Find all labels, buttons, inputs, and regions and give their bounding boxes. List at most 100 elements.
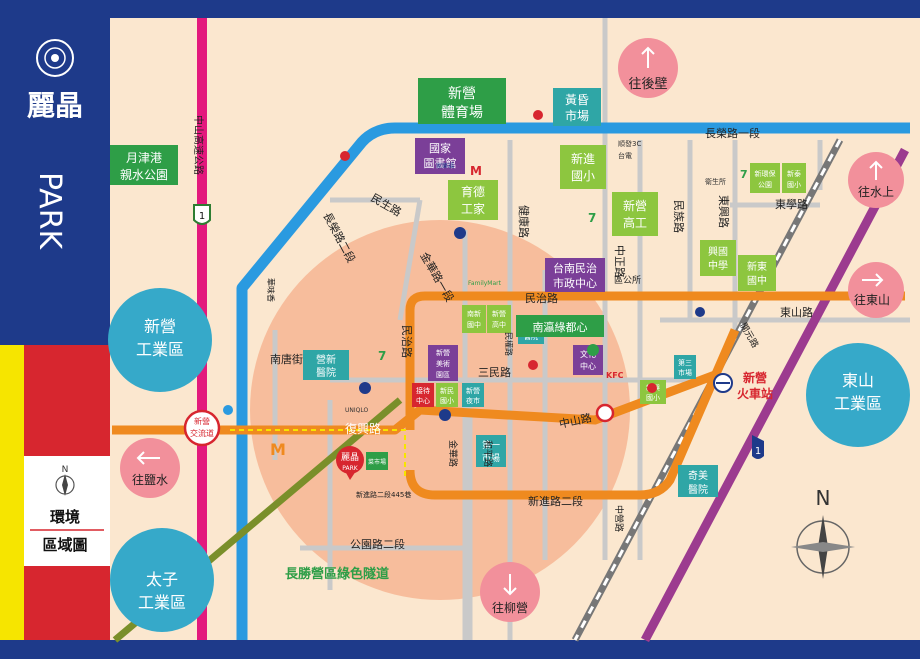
box-chimei-line1: 奇美	[688, 469, 708, 482]
pxmart-icon	[454, 227, 466, 239]
hospital-icon-2	[533, 110, 543, 120]
pxmart-icon-4	[695, 307, 705, 317]
arrow-up-icon	[641, 46, 655, 68]
legend-line1: 環境	[50, 508, 80, 526]
bottom-frame	[0, 640, 920, 659]
box-xinmin-elem: 新民 國小	[436, 383, 458, 407]
box-xinmin-elem-line1: 新民	[440, 386, 454, 395]
box-xindong-line2: 國中	[747, 274, 767, 287]
seven-eleven-icon-2: 7	[378, 349, 386, 363]
box-yuejin-line1: 月津港	[126, 151, 162, 165]
box-xinmin-elem-line2: 國小	[440, 396, 454, 405]
market-note-label: 菜市場	[368, 458, 386, 466]
yellow-side-strip	[0, 345, 24, 645]
legend-line2: 區域圖	[42, 536, 87, 554]
brand-name-cjk: 麗晶	[27, 89, 83, 122]
box-xinxing-elem-line2: 國小	[646, 393, 660, 402]
purple-road	[641, 147, 909, 643]
interchange-line1: 新營	[194, 416, 210, 426]
label-jinghao: 金華路	[447, 440, 459, 467]
box-xinhuan-park-line2: 公園	[758, 181, 772, 189]
kfc-icon: KFC	[606, 371, 624, 380]
legend-north: N	[62, 465, 69, 475]
box-stadium-line2: 體育場	[441, 105, 483, 121]
box-xindong-line1: 新東	[747, 260, 767, 273]
label-zhongshan-hwy: 中山高速公路	[192, 115, 205, 175]
poi-tw-power: 台電	[618, 151, 632, 160]
blue-roads	[236, 122, 910, 640]
direction-bottom: 往柳營	[480, 562, 540, 622]
box-xinying-night-line1: 新營	[466, 386, 480, 395]
box-nanying-green: 南瀛綠都心	[516, 315, 604, 337]
label-minquan: 民權路	[504, 332, 514, 356]
box-nanke-line2: 國中	[467, 320, 481, 329]
interchange-line2: 交流道	[190, 428, 214, 438]
gas-icon	[223, 405, 233, 415]
direction-up-label: 往後壁	[628, 77, 667, 92]
pxmart-icon-2	[359, 382, 371, 394]
box-xinying-high: 新營 高中	[487, 305, 511, 333]
direction-right-mid: 往東山	[848, 262, 904, 318]
box-third-market-line2: 市場	[678, 368, 692, 377]
brand-logo-icon	[36, 39, 74, 77]
box-welcome-center-line2: 中心	[416, 396, 430, 405]
brand-marker-label: 麗晶	[341, 452, 359, 463]
label-xinjin2: 新進路二段	[528, 494, 583, 508]
orange-roads	[112, 291, 905, 500]
uniqlo-icon: UNIQLO	[345, 407, 369, 414]
label-minzhi2: 民治路	[400, 325, 414, 358]
label-dongxue: 東學路	[775, 198, 808, 211]
direction-right-top: 往水上	[848, 152, 904, 208]
xinying-industrial-zone	[108, 288, 212, 392]
legend-compass-icon	[55, 474, 75, 496]
train-station: 新營 火車站	[713, 370, 773, 401]
freeway-shield-number: 1	[199, 211, 205, 222]
box-third-market-line1: 第三	[678, 358, 692, 367]
label-zhongzheng: 中正路	[613, 245, 626, 278]
box-culture-center: 文化 中心	[573, 345, 603, 375]
label-minzu: 民族路	[672, 200, 686, 233]
box-market-huanghun: 黃昏 市場	[553, 88, 601, 126]
label-green-tunnel: 長勝營區綠色隧道	[285, 566, 389, 582]
compass-north: N	[816, 486, 831, 510]
center-dot	[595, 403, 615, 423]
box-xinjin-elem-line1: 新進	[571, 151, 595, 166]
taizi-industrial-line1: 太子	[146, 570, 178, 589]
box-yuejin-line2: 親水公園	[120, 168, 168, 182]
freeway-shield-icon: 1	[193, 204, 211, 225]
box-chimei-line2: 醫院	[688, 483, 708, 496]
seven-eleven-icon-3: 7	[740, 168, 748, 181]
label-nantang: 南唐街	[270, 352, 303, 366]
label-fuxing: 復興路	[345, 421, 381, 436]
box-art-garden: 新營 美術 園區	[428, 345, 458, 381]
xinying-industrial-line1: 新營	[144, 317, 176, 336]
taizi-industrial-line2: 工業區	[138, 593, 186, 612]
label-huaweixiang: 華味香	[266, 278, 276, 302]
label-district-office: 區公所	[614, 275, 641, 286]
brand-marker-sub: PARK	[342, 465, 359, 472]
box-stadium: 新營 體育場	[418, 78, 506, 124]
poi-vision: 順發3C	[618, 139, 641, 148]
box-civic-center: 台南民治 市政中心	[545, 258, 605, 292]
box-xinying-night-line2: 夜市	[466, 396, 480, 405]
box-xingguo-line1: 興國	[708, 246, 728, 258]
arrow-down-icon	[503, 574, 517, 596]
box-market-note: 菜市場	[366, 452, 388, 470]
xinying-industrial-line2: 工業區	[136, 340, 184, 359]
direction-right-top-label: 往水上	[858, 184, 894, 199]
box-art-garden-line2: 美術	[436, 359, 450, 368]
box-nanying-hospital: 營新 醫院	[303, 350, 349, 380]
dongshan-industrial-zone	[806, 343, 910, 447]
provincial-shield-icon: 1	[752, 435, 764, 459]
box-library-line2: 圖書館	[424, 156, 457, 170]
taizi-industrial-zone	[110, 528, 214, 632]
mcdonalds-icon-2: M	[270, 440, 286, 459]
box-xinjin-elem-line2: 國小	[571, 169, 595, 183]
box-xingguo-line2: 中學	[708, 259, 728, 272]
box-xintai-elem-line2: 國小	[787, 180, 801, 189]
brand-marker[interactable]: 麗晶 PARK	[336, 446, 364, 480]
pxmart-icon-3	[439, 409, 451, 421]
arrow-up-right-icon	[869, 160, 883, 180]
box-xinhuan-park: 新環保 公園	[750, 163, 780, 193]
